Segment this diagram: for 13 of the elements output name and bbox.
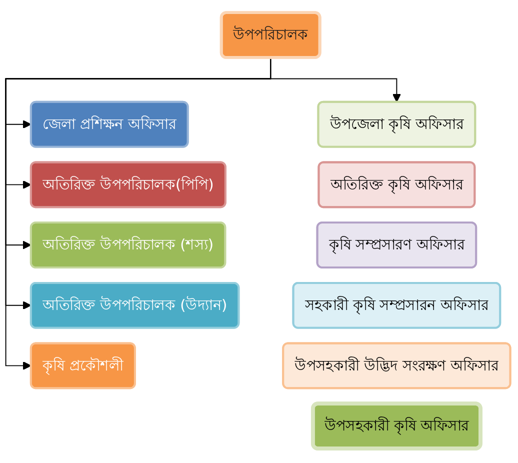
position-box: অতিরিক্ত উপপরিচালক(পিপি) [30,161,226,208]
position-box: অতিরিক্ত উপপরিচালক (উদ্যান) [30,282,240,329]
position-box: কৃষি সম্প্রসারণ অফিসার [316,222,478,268]
position-box: সহকারী কৃষি সম্প্রসারন অফিসার [292,282,502,329]
position-box: উপজেলা কৃষি অফিসার [317,100,476,148]
arrow [270,58,401,102]
position-box: অতিরিক্ত উপপরিচালক (শস্য) [30,222,226,268]
position-box: উপসহকারী উদ্ভিদ সংরক্ষণ অফিসার [282,342,512,390]
position-box: জেলা প্রশিক্ষন অফিসার [30,100,189,148]
position-box: উপসহকারী কৃষি অফিসার [311,402,482,450]
position-box: কৃষি প্রকৌশলী [30,342,136,390]
position-box: উপপরিচালক [220,11,322,59]
position-box: অতিরিক্ত কৃষি অফিসার [318,161,476,208]
